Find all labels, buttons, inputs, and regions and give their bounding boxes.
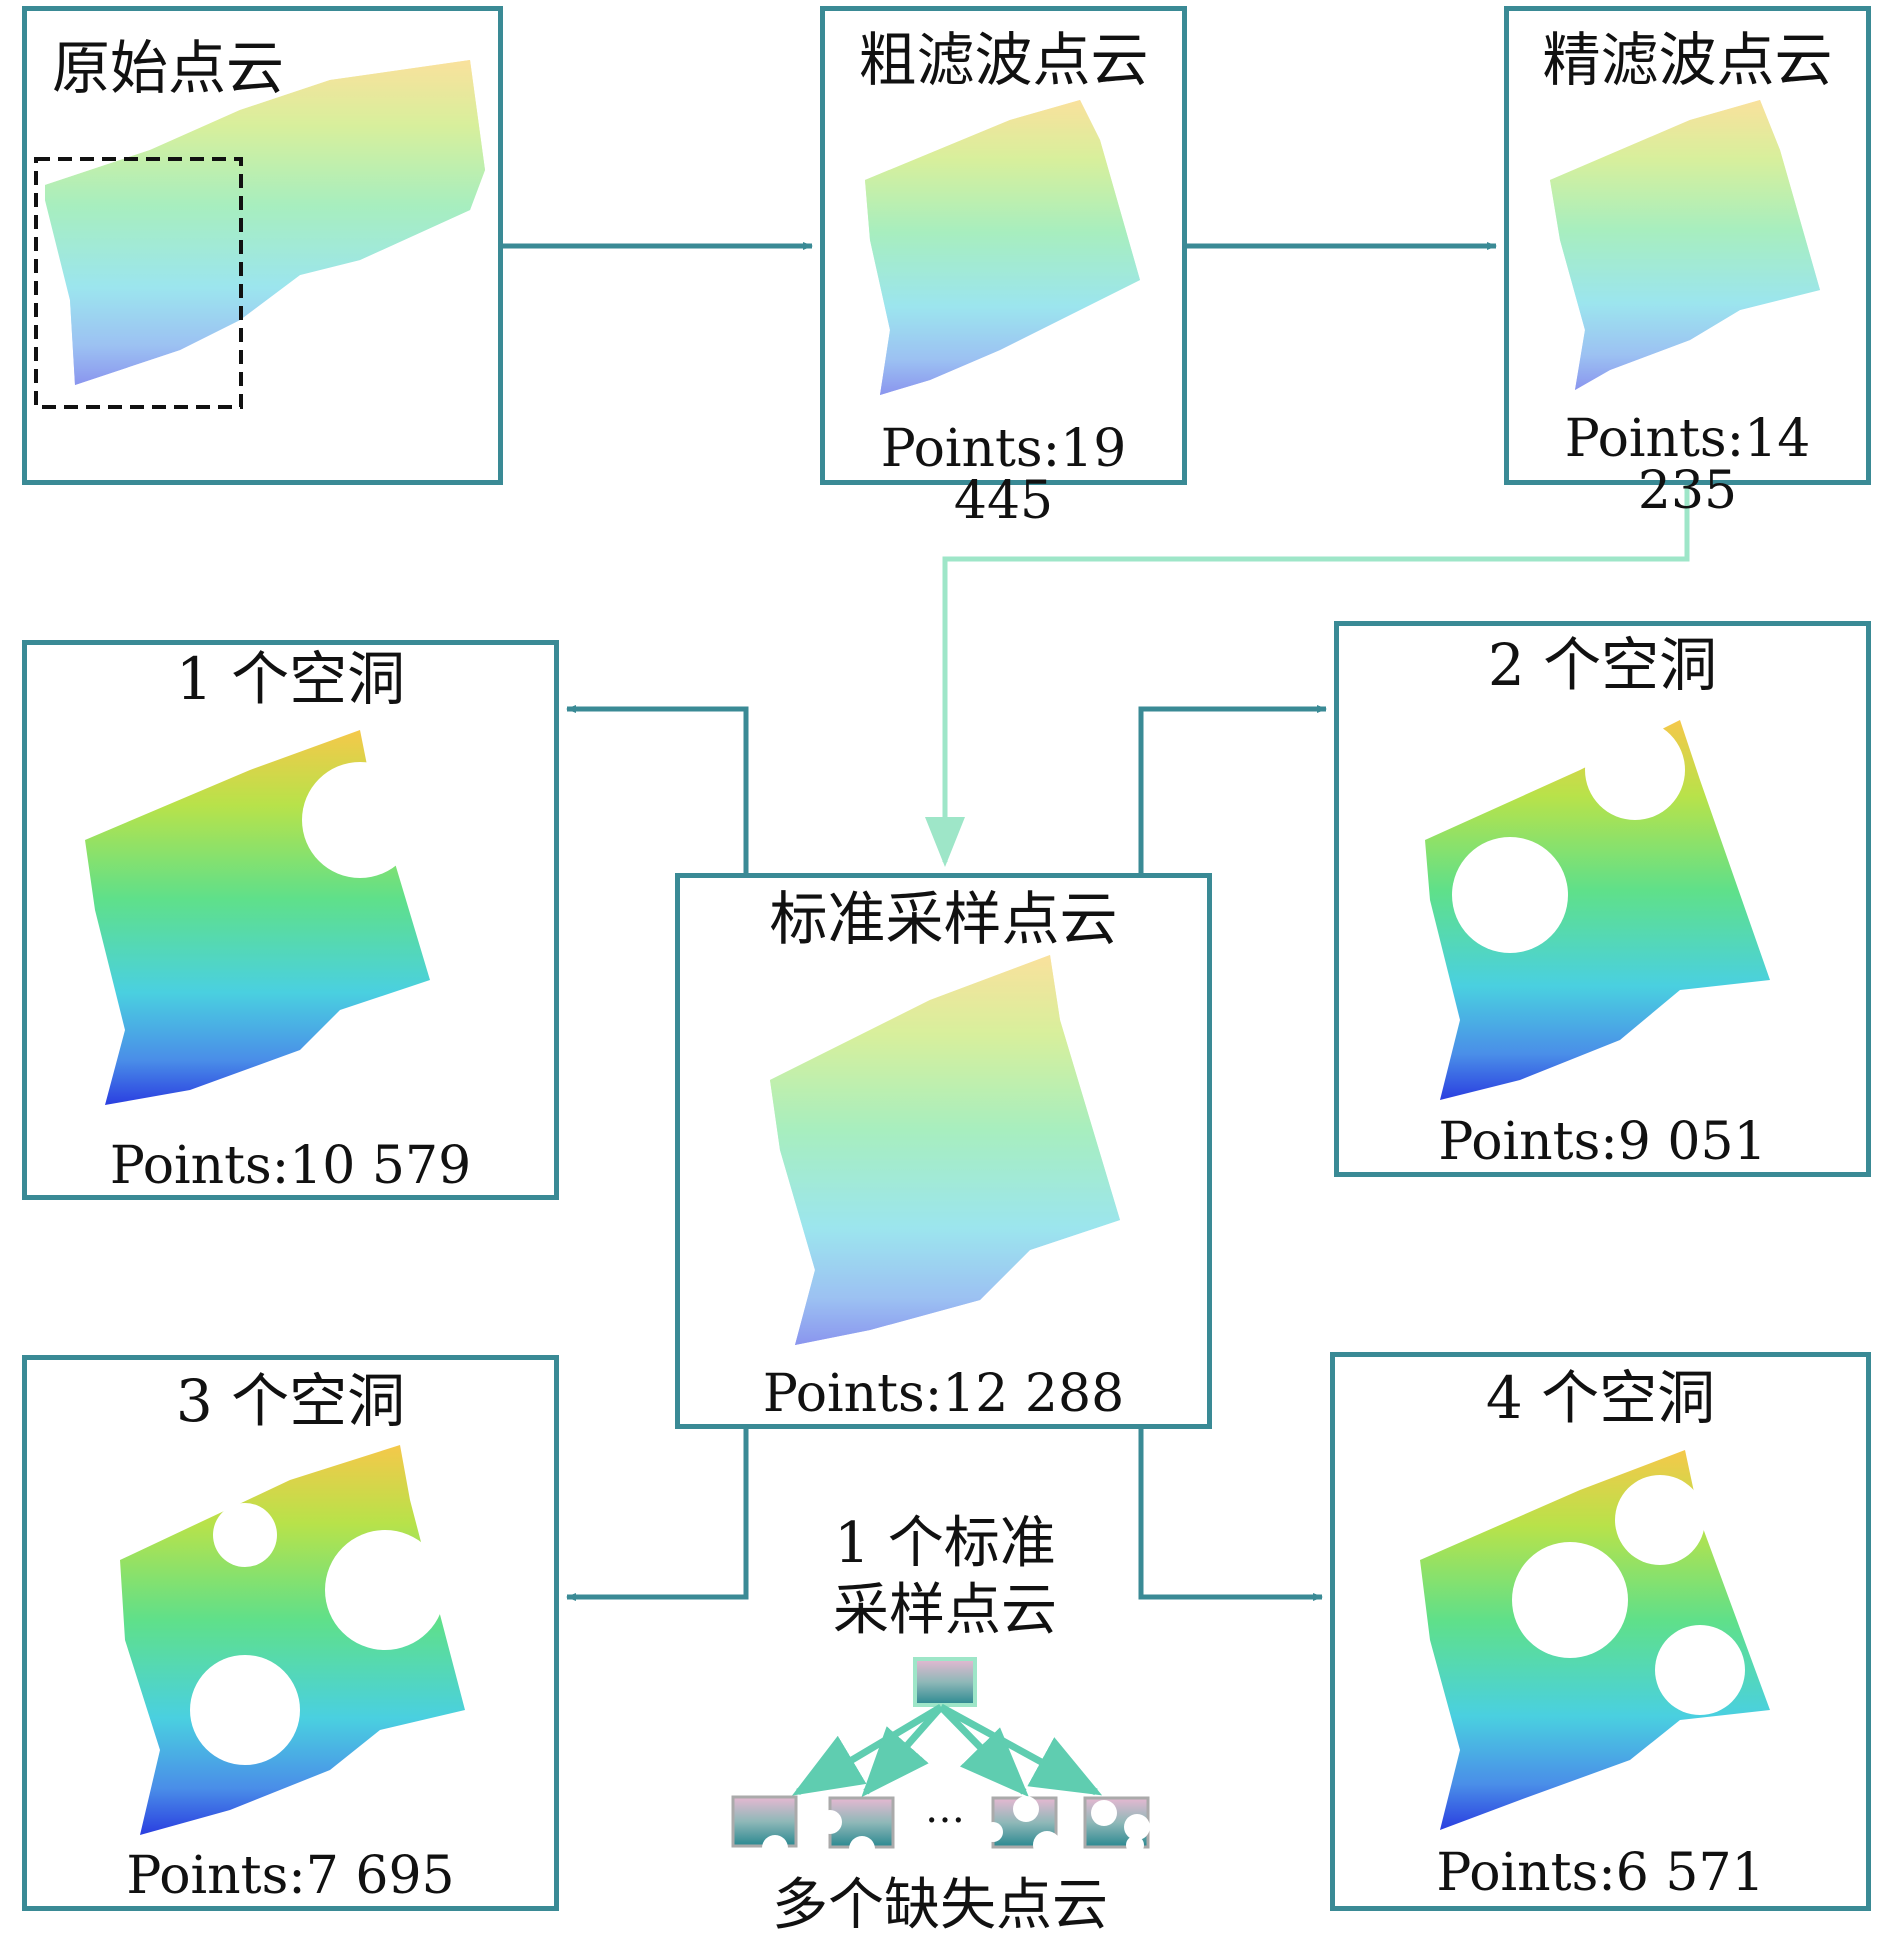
legend-standard-label: 1 个标准 采样点云 bbox=[780, 1510, 1110, 1644]
selection-box bbox=[34, 157, 243, 409]
panel-coarse: 粗滤波点云 Points:19 445 bbox=[820, 6, 1187, 527]
panel-title: 4 个空洞 bbox=[1485, 1364, 1716, 1432]
panel-title: 2 个空洞 bbox=[1487, 631, 1718, 699]
legend-graphic bbox=[731, 1657, 1150, 1862]
panel-standard: 标准采样点云 Points:12 288 bbox=[675, 873, 1212, 1429]
point-cloud-hole3 bbox=[120, 1445, 465, 1835]
panel-hole4: 4 个空洞 Points:6 571 bbox=[1330, 1352, 1871, 1911]
standard-cloud-icon bbox=[913, 1657, 977, 1707]
point-count: Points:10 579 bbox=[109, 1136, 472, 1196]
panel-hole3: 3 个空洞 Points:7 695 bbox=[22, 1355, 559, 1911]
point-count: Points:19 445 bbox=[880, 419, 1127, 531]
panel-title: 1 个空洞 bbox=[175, 645, 406, 713]
point-cloud-coarse bbox=[865, 100, 1140, 395]
legend-missing-label: 多个缺失点云 bbox=[772, 1873, 1108, 1938]
panel-hole1: 1 个空洞 Points:10 579 bbox=[22, 640, 559, 1200]
legend-ellipsis: … bbox=[925, 1786, 965, 1832]
point-cloud-hole4 bbox=[1420, 1440, 1770, 1830]
missing-cloud-icons bbox=[731, 1795, 1150, 1862]
panel-title: 粗滤波点云 bbox=[858, 26, 1149, 94]
point-cloud-fine bbox=[1550, 100, 1820, 390]
panel-title: 精滤波点云 bbox=[1542, 26, 1833, 94]
point-cloud-hole2 bbox=[1425, 720, 1770, 1100]
point-count: Points:14 235 bbox=[1564, 409, 1811, 521]
panel-title: 原始点云 bbox=[52, 34, 285, 102]
panel-title: 3 个空洞 bbox=[175, 1367, 406, 1435]
arrow-to-hole3 bbox=[566, 1429, 749, 1601]
point-count: Points:6 571 bbox=[1436, 1843, 1765, 1903]
arrow-to-hole4 bbox=[1138, 1429, 1323, 1601]
point-count: Points:7 695 bbox=[126, 1846, 455, 1906]
panel-fine: 精滤波点云 Points:14 235 bbox=[1504, 6, 1871, 517]
panel-raw: 原始点云 bbox=[22, 6, 503, 485]
arrow-to-hole1 bbox=[566, 705, 749, 873]
legend-line: 采样点云 bbox=[833, 1578, 1057, 1644]
legend-line: 1 个标准 bbox=[834, 1511, 1056, 1576]
point-cloud-raw bbox=[34, 60, 485, 409]
point-count: Points:9 051 bbox=[1438, 1112, 1767, 1172]
point-count: Points:12 288 bbox=[762, 1364, 1125, 1424]
panel-title: 标准采样点云 bbox=[769, 885, 1118, 953]
point-cloud-hole1 bbox=[85, 730, 430, 1105]
arrow-fine-to-standard bbox=[925, 485, 1690, 867]
arrow-to-hole2 bbox=[1138, 705, 1327, 873]
panel-hole2: 2 个空洞 Points:9 051 bbox=[1334, 621, 1871, 1177]
point-cloud-standard bbox=[770, 955, 1120, 1345]
